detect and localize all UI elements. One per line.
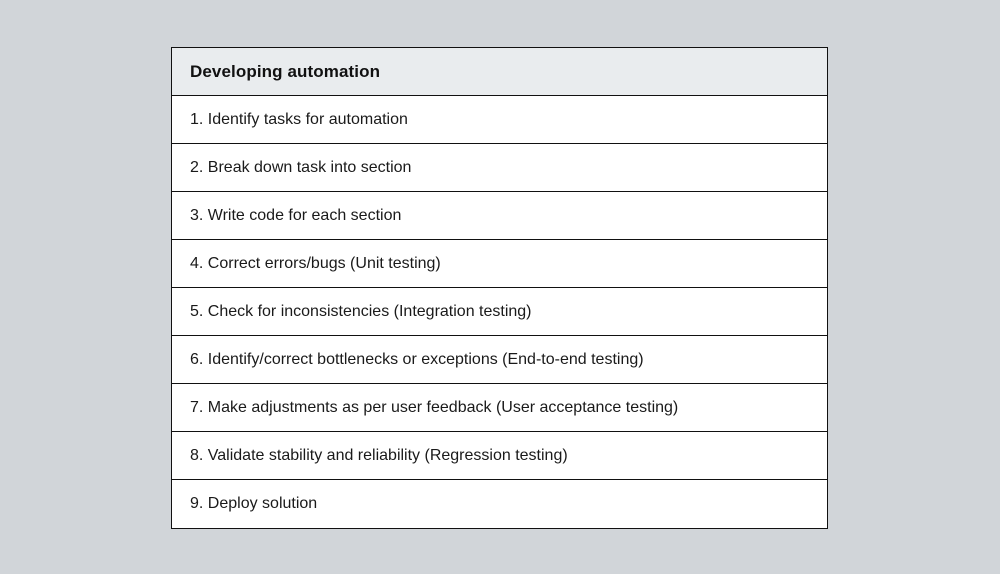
developing-automation-table: Developing automation 1. Identify tasks … — [171, 47, 828, 529]
table-row: 9. Deploy solution — [172, 480, 827, 528]
step-label: 2. Break down task into section — [190, 158, 412, 176]
table-row: 8. Validate stability and reliability (R… — [172, 432, 827, 480]
table-title: Developing automation — [190, 62, 381, 81]
table-body: 1. Identify tasks for automation 2. Brea… — [172, 96, 827, 528]
step-label: 5. Check for inconsistencies (Integratio… — [190, 302, 532, 320]
step-label: 7. Make adjustments as per user feedback… — [190, 398, 679, 416]
step-label: 6. Identify/correct bottlenecks or excep… — [190, 350, 644, 368]
step-label: 8. Validate stability and reliability (R… — [190, 446, 568, 464]
table-row: 5. Check for inconsistencies (Integratio… — [172, 288, 827, 336]
table-row: 1. Identify tasks for automation — [172, 96, 827, 144]
table-row: 3. Write code for each section — [172, 192, 827, 240]
table-row: 4. Correct errors/bugs (Unit testing) — [172, 240, 827, 288]
table-row: 6. Identify/correct bottlenecks or excep… — [172, 336, 827, 384]
table-row: 2. Break down task into section — [172, 144, 827, 192]
table-row: 7. Make adjustments as per user feedback… — [172, 384, 827, 432]
table-header-row: Developing automation — [172, 48, 827, 96]
step-label: 9. Deploy solution — [190, 495, 318, 512]
step-label: 1. Identify tasks for automation — [190, 110, 408, 128]
step-label: 3. Write code for each section — [190, 206, 402, 224]
step-label: 4. Correct errors/bugs (Unit testing) — [190, 254, 441, 272]
